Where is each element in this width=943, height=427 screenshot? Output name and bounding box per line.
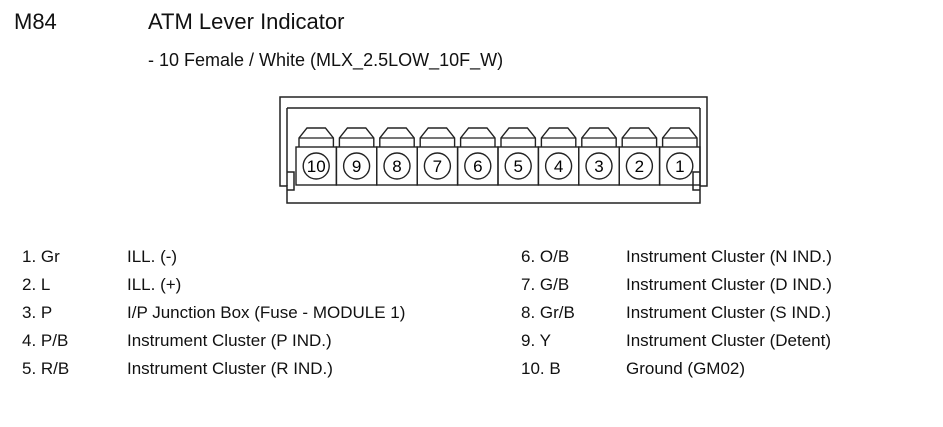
pin-row: 1. Gr ILL. (-): [22, 243, 405, 271]
pin-row: 3. P I/P Junction Box (Fuse - MODULE 1): [22, 299, 405, 327]
pin-number: 1. Gr: [22, 247, 60, 266]
connector-diagram: 10 9 8 7 6 5 4 3 2 1: [279, 96, 708, 204]
pin-description: ILL. (-): [127, 247, 178, 266]
pin-row: 9. Y Instrument Cluster (Detent): [521, 327, 832, 355]
pin-description: ILL. (+): [127, 275, 182, 294]
pin-number: 5. R/B: [22, 359, 70, 378]
pin-description: Instrument Cluster (R IND.): [127, 359, 333, 378]
pin-label: 5: [513, 157, 522, 176]
pin-description: Instrument Cluster (Detent): [626, 331, 832, 350]
pin-row: 7. G/B Instrument Cluster (D IND.): [521, 271, 832, 299]
pin-description: Instrument Cluster (N IND.): [626, 247, 832, 266]
pin-row: 6. O/B Instrument Cluster (N IND.): [521, 243, 832, 271]
pin-label: 3: [594, 157, 603, 176]
pin-cell: 2: [618, 127, 661, 186]
pin-number: 3. P: [22, 303, 53, 322]
pin-row: 10. B Ground (GM02): [521, 355, 832, 383]
pin-row: 8. Gr/B Instrument Cluster (S IND.): [521, 299, 832, 327]
pin-cell: 5: [497, 127, 540, 186]
pin-number: 2. L: [22, 275, 51, 294]
pin-label: 7: [433, 157, 442, 176]
pin-table-left: 1. Gr ILL. (-) 2. L ILL. (+) 3. P I/P Junctio…: [22, 243, 405, 383]
pin-cell: 9: [335, 127, 378, 186]
connector-housing: [279, 96, 708, 204]
pin-label: 10: [307, 157, 326, 176]
connector-subtitle: - 10 Female / White (MLX_2.5LOW_10F_W): [148, 50, 504, 70]
connector-title: ATM Lever Indicator: [148, 9, 345, 34]
pin-description: Ground (GM02): [626, 359, 746, 378]
pin-number: 9. Y: [521, 331, 551, 350]
pin-cell: 10: [295, 127, 338, 186]
pin-label: 8: [392, 157, 401, 176]
pin-label: 9: [352, 157, 361, 176]
pin-row: 5. R/B Instrument Cluster (R IND.): [22, 355, 405, 383]
pin-cell: 4: [537, 127, 580, 186]
pin-cell: 8: [376, 127, 418, 186]
pin-description: Instrument Cluster (S IND.): [626, 303, 831, 322]
pin-row: 2. L ILL. (+): [22, 271, 405, 299]
pin-cell: 6: [456, 127, 499, 186]
pin-label: 2: [635, 157, 644, 176]
pin-label: 1: [675, 157, 684, 176]
pin-table-right: 6. O/B Instrument Cluster (N IND.) 7. G/B I…: [521, 243, 832, 383]
pin-number: 6. O/B: [521, 247, 570, 266]
pin-label: 4: [554, 157, 563, 176]
pin-cells: 10 9 8 7 6 5 4 3 2 1: [295, 127, 701, 186]
pin-cell: 1: [658, 127, 701, 186]
pin-number: 7. G/B: [521, 275, 570, 294]
pin-label: 6: [473, 157, 482, 176]
pin-number: 4. P/B: [22, 331, 69, 350]
pin-row: 4. P/B Instrument Cluster (P IND.): [22, 327, 405, 355]
pin-number: 10. B: [521, 359, 561, 378]
pin-description: Instrument Cluster (D IND.): [626, 275, 832, 294]
pin-number: 8. Gr/B: [521, 303, 575, 322]
connector-code: M84: [14, 9, 57, 34]
pin-description: Instrument Cluster (P IND.): [127, 331, 332, 350]
pin-cell: 7: [416, 127, 459, 186]
pin-cell: 3: [578, 127, 620, 186]
pin-description: I/P Junction Box (Fuse - MODULE 1): [127, 303, 406, 322]
